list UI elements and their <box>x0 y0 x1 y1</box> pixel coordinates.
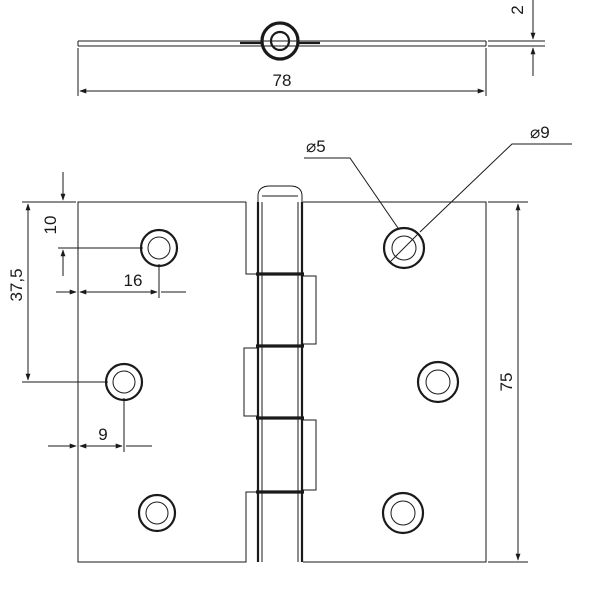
edge-offset-label: 9 <box>98 425 107 444</box>
pitch-label: 37,5 <box>7 268 26 301</box>
large-diameter-leader <box>419 143 572 233</box>
large-diameter-label: ⌀9 <box>530 123 550 142</box>
screw-hole <box>137 493 177 533</box>
top-view: 78 2 <box>77 0 545 96</box>
right-leaf-outline <box>303 201 487 563</box>
screw-hole <box>104 362 144 402</box>
knuckle-lug-right <box>301 275 317 345</box>
screw-hole <box>381 491 425 535</box>
screw-hole <box>139 228 179 268</box>
hole-center-mark <box>389 233 419 263</box>
screw-hole <box>416 360 460 404</box>
knuckle-lug-right <box>301 419 317 491</box>
top-offset-label: 10 <box>41 216 60 235</box>
left-leaf-cutout <box>245 202 256 275</box>
thickness-label: 2 <box>508 5 527 14</box>
left-leaf-outline <box>77 201 256 563</box>
height-label: 75 <box>497 373 516 392</box>
horizontal-offset-label: 16 <box>124 271 143 290</box>
small-diameter-label: ⌀5 <box>306 137 326 156</box>
knuckle-pin <box>269 30 291 52</box>
knuckle-lug-left <box>243 347 259 417</box>
small-diameter-leader <box>304 157 399 229</box>
width-label: 78 <box>273 71 292 90</box>
front-view: 75 37,5 10 16 9 ⌀5 ⌀9 <box>7 123 572 563</box>
pin-cap <box>257 185 303 202</box>
knuckle-outer <box>260 21 300 61</box>
screw-hole <box>382 226 426 270</box>
